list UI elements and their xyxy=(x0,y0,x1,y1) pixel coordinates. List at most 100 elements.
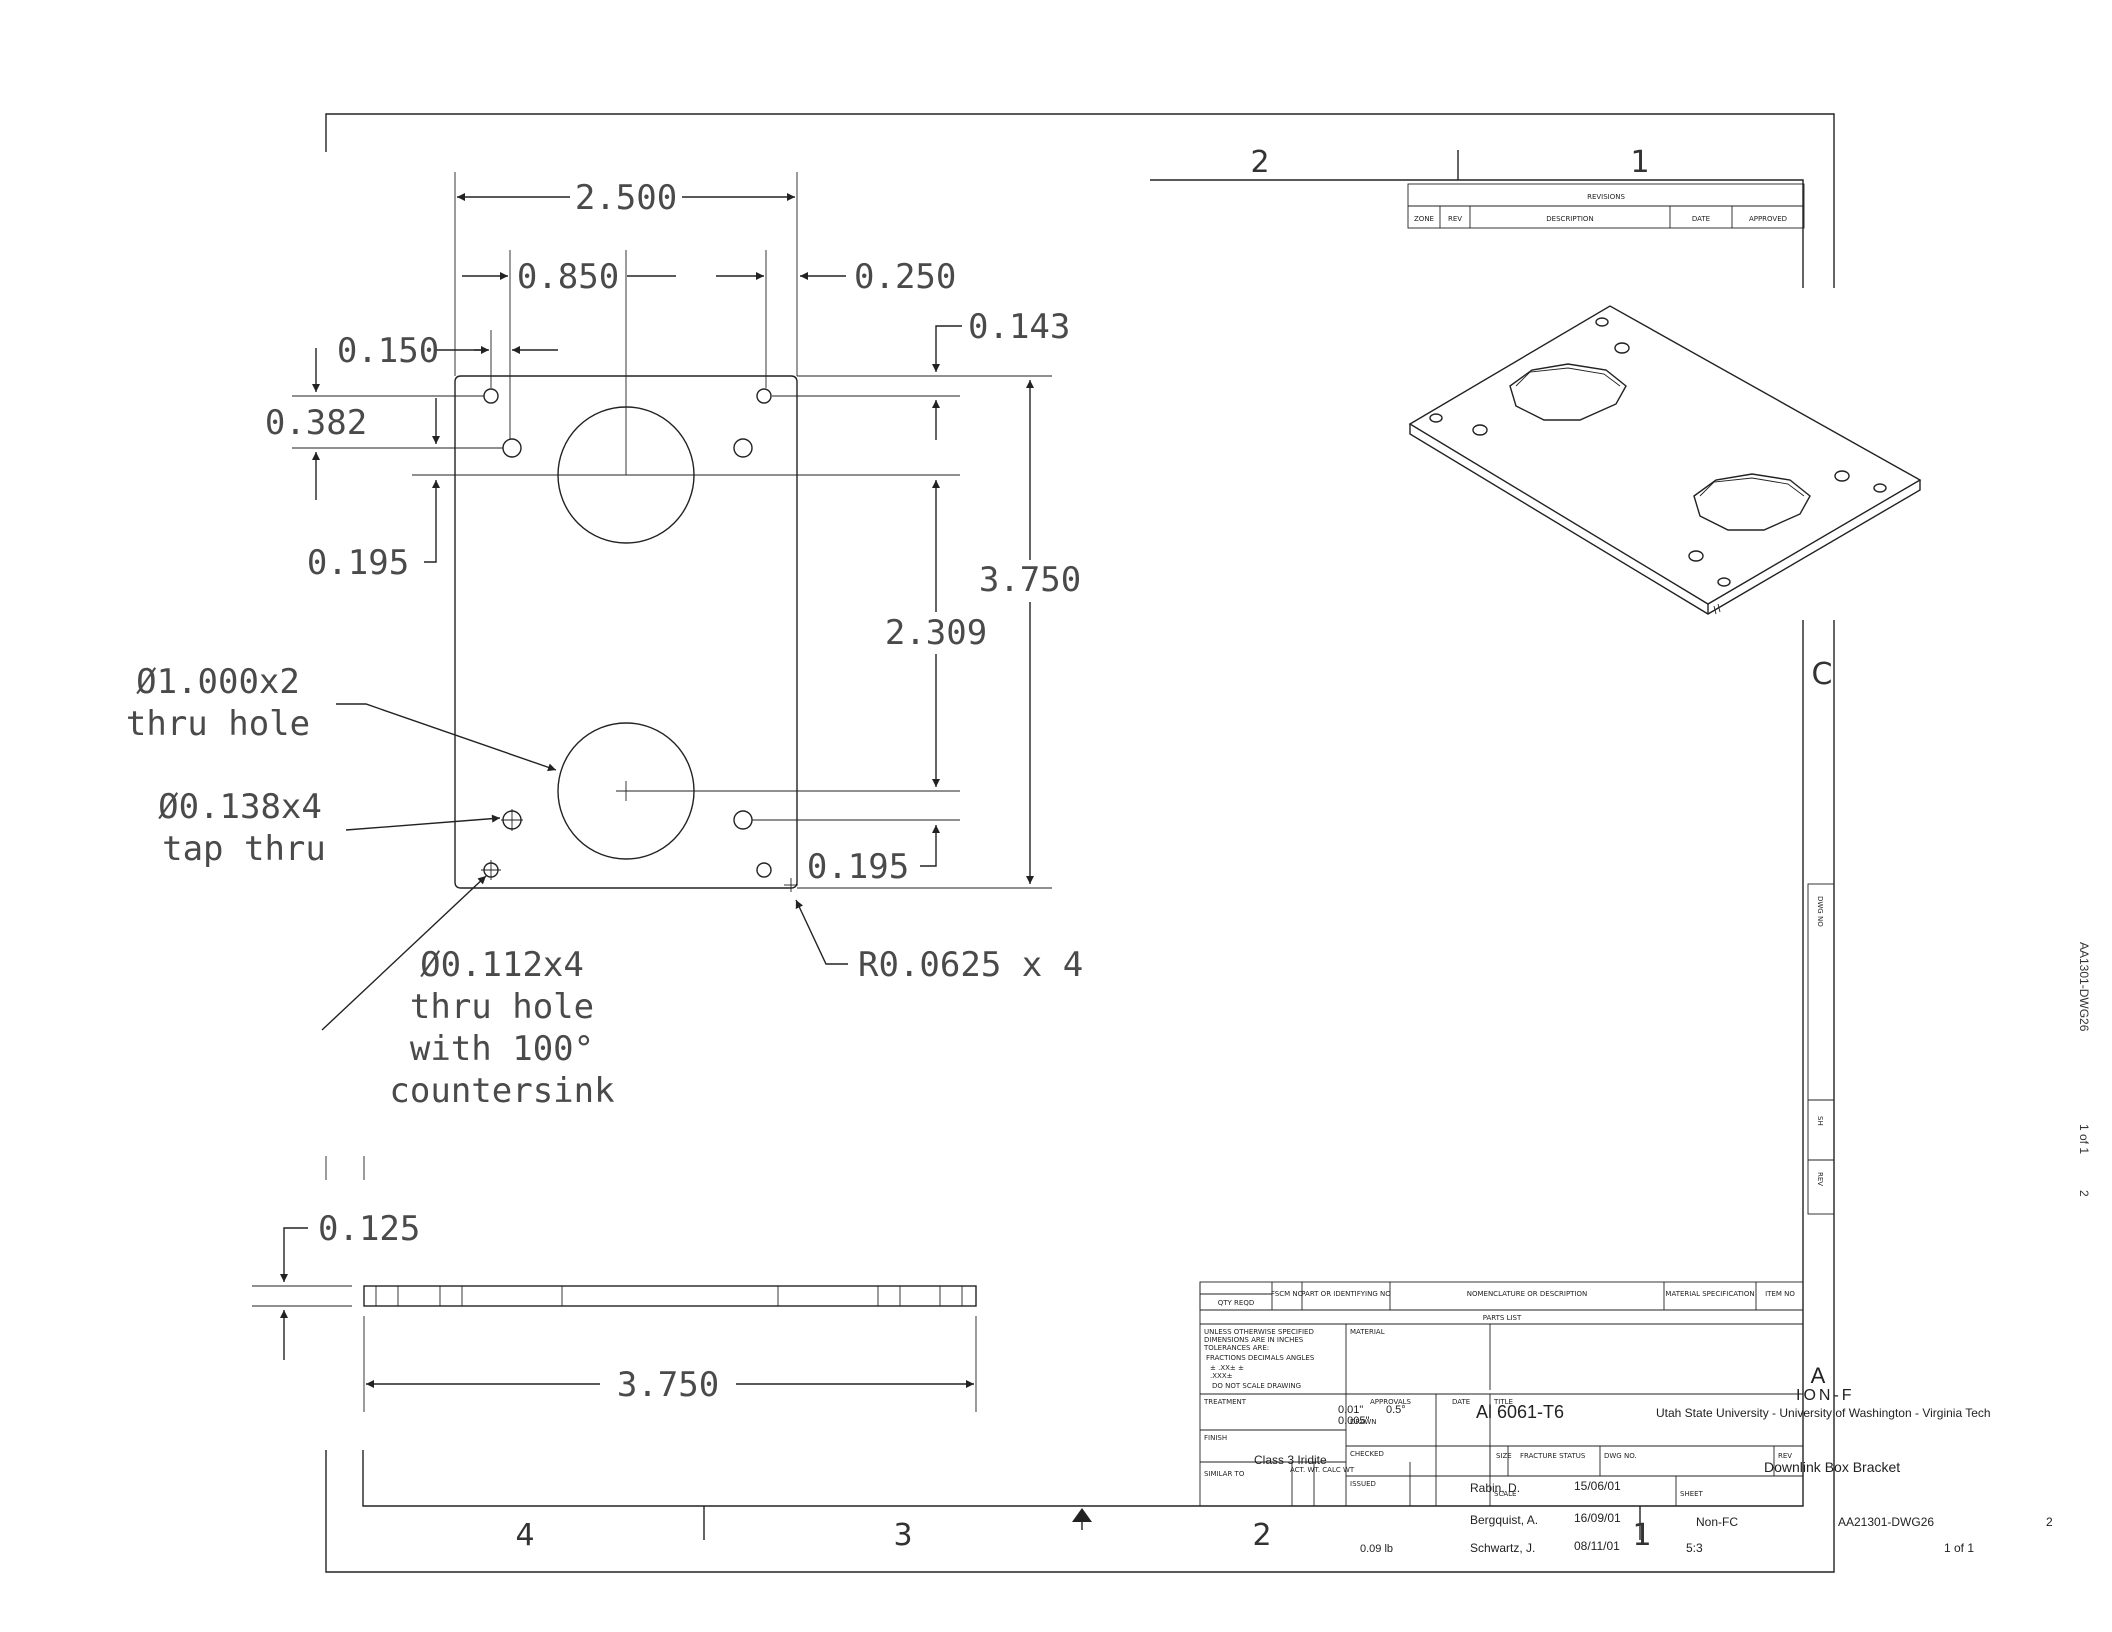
part-title: Downlink Box Bracket xyxy=(1764,1459,1900,1475)
note-line-1: DIMENSIONS ARE IN INCHES xyxy=(1204,1336,1304,1344)
csk-hole-br xyxy=(756,862,772,878)
dim-0150: 0.150 xyxy=(337,331,439,371)
callout-big-hole-line2: thru hole xyxy=(126,704,310,744)
drawing-border xyxy=(325,113,1835,1573)
revisions-title: REVISIONS xyxy=(1587,193,1625,201)
rev-value: 2 xyxy=(2046,1515,2053,1529)
dim-0195-top: 0.195 xyxy=(307,543,409,583)
drawn-date: 15/06/01 xyxy=(1574,1479,1621,1493)
zone-right-a: A xyxy=(1811,1363,1826,1388)
date-label: DATE xyxy=(1452,1398,1470,1406)
strip-dwg-no: DWG NO xyxy=(1816,896,1824,927)
approvals-label: APPROVALS xyxy=(1370,1398,1412,1406)
pl-material: MATERIAL SPECIFICATION xyxy=(1665,1290,1754,1298)
dim-0125: 0.125 xyxy=(318,1209,420,1249)
callout-tap-line1: Ø0.138x4 xyxy=(158,787,322,827)
callout-big-hole-line1: Ø1.000x2 xyxy=(136,662,300,702)
issued-by: Schwartz, J. xyxy=(1470,1541,1535,1555)
callout-csk-line4: countersink xyxy=(389,1071,614,1111)
note-line-2: TOLERANCES ARE: xyxy=(1203,1344,1269,1352)
zone-top-2: 2 xyxy=(1250,145,1269,180)
edge-view: 0.125 3.750 xyxy=(252,1156,977,1412)
pl-part-no: PART OR IDENTIFYING NO xyxy=(1301,1290,1391,1298)
tap-hole-br xyxy=(733,810,753,830)
treatment-label: TREATMENT xyxy=(1203,1398,1247,1406)
material-value: Al 6061-T6 xyxy=(1476,1402,1564,1422)
dim-0250: 0.250 xyxy=(854,257,956,297)
checked-date: 16/09/01 xyxy=(1574,1511,1621,1525)
zone-bottom-1: 1 xyxy=(1632,1518,1651,1553)
zone-right-c: C xyxy=(1812,657,1833,692)
revisions-table: REVISIONS ZONE REV DESCRIPTION DATE APPR… xyxy=(1407,183,1805,229)
dim-0143: 0.143 xyxy=(968,307,1070,347)
ion-f-label: ION-F xyxy=(1796,1387,1855,1404)
plan-view: 2.500 0.850 0.250 0.150 0.143 0.382 0.19… xyxy=(126,172,1083,1111)
material-label: MATERIAL xyxy=(1350,1328,1385,1336)
zone-labels: 2 1 4 3 2 1 C xyxy=(515,145,1832,1553)
rev-col-zone: ZONE xyxy=(1414,215,1434,223)
dim-2309: 2.309 xyxy=(885,613,987,653)
act-wt-label: ACT. WT. CALC WT xyxy=(1290,1466,1355,1474)
checked-by: Bergquist, A. xyxy=(1470,1513,1538,1527)
pl-fscm: FSCM NO xyxy=(1271,1290,1304,1298)
title-label: TITLE xyxy=(1493,1398,1513,1406)
dim-0195-bottom: 0.195 xyxy=(807,847,909,887)
note-line-6: DO NOT SCALE DRAWING xyxy=(1212,1382,1301,1390)
zone-bottom-2: 2 xyxy=(1252,1518,1271,1553)
dim-3750-vertical: 3.750 xyxy=(979,560,1081,600)
checked-label: CHECKED xyxy=(1350,1450,1384,1458)
rev-col-date: DATE xyxy=(1692,215,1710,223)
issued-date: 08/11/01 xyxy=(1574,1539,1620,1553)
tol-angle: 0.5° xyxy=(1386,1404,1406,1416)
note-line-3: FRACTIONS DECIMALS ANGLES xyxy=(1206,1354,1315,1362)
dwgno-label: DWG NO. xyxy=(1604,1452,1637,1460)
csk-hole-tr xyxy=(756,388,772,404)
callout-csk-line2: thru hole xyxy=(410,987,594,1027)
finish-value: Class 3 Iridite xyxy=(1254,1453,1327,1467)
right-margin-text: AA1301-DWG26 1 of 1 2 xyxy=(2077,942,2091,1197)
strip-sh: SH xyxy=(1816,1116,1824,1126)
margin-dwg-no: AA1301-DWG26 xyxy=(2077,942,2091,1032)
pl-label: PARTS LIST xyxy=(1483,1314,1522,1322)
callout-radius: R0.0625 x 4 xyxy=(858,945,1083,985)
dim-2500: 2.500 xyxy=(575,178,677,218)
issued-label: ISSUED xyxy=(1350,1480,1376,1488)
rev-col-rev: REV xyxy=(1448,215,1462,223)
fracture-label: FRACTURE STATUS xyxy=(1520,1452,1586,1460)
similar-to-label: SIMILAR TO xyxy=(1204,1470,1245,1478)
tol-decimal-2: 0.005" xyxy=(1338,1415,1370,1427)
scale-label: SCALE xyxy=(1494,1490,1516,1498)
size-label: SIZE xyxy=(1496,1452,1512,1460)
csk-hole-tl xyxy=(483,388,499,404)
drawn-by: Rabin, D. xyxy=(1470,1481,1520,1495)
dwg-no-value: AA21301-DWG26 xyxy=(1838,1515,1934,1529)
tap-hole-tr xyxy=(733,438,753,458)
note-line-0: UNLESS OTHERWISE SPECIFIED xyxy=(1204,1328,1314,1336)
rev-col-approved: APPROVED xyxy=(1749,215,1787,223)
dim-3750-horizontal: 3.750 xyxy=(617,1365,719,1405)
margin-rev: 2 xyxy=(2077,1190,2091,1197)
dim-0382: 0.382 xyxy=(265,403,367,443)
pl-nomenclature: NOMENCLATURE OR DESCRIPTION xyxy=(1467,1290,1588,1298)
sheet-value: 1 of 1 xyxy=(1944,1541,1974,1555)
pl-qty: QTY REQD xyxy=(1218,1299,1254,1307)
note-line-4: ± .XX± ± xyxy=(1210,1364,1244,1372)
dim-0850: 0.850 xyxy=(517,257,619,297)
margin-sheet: 1 of 1 xyxy=(2077,1124,2091,1154)
weight-value: 0.09 lb xyxy=(1360,1543,1393,1555)
drawn-label: DRAWN xyxy=(1350,1418,1377,1426)
institutions: Utah State University - University of Wa… xyxy=(1656,1406,1991,1420)
pl-item: ITEM NO xyxy=(1765,1290,1795,1298)
isometric-view xyxy=(1408,305,1922,615)
tap-hole-tl xyxy=(502,438,522,458)
rev-col-description: DESCRIPTION xyxy=(1546,215,1593,223)
sheet-label: SHEET xyxy=(1680,1490,1704,1498)
rev-label: REV xyxy=(1778,1452,1792,1460)
zone-bottom-4: 4 xyxy=(515,1518,534,1553)
fracture-value: Non-FC xyxy=(1696,1515,1738,1529)
scale-value: 5:3 xyxy=(1686,1541,1703,1555)
zone-bottom-3: 3 xyxy=(893,1518,912,1553)
title-block: QTY REQD FSCM NO PART OR IDENTIFYING NO … xyxy=(1199,1281,2053,1555)
callout-csk-line1: Ø0.112x4 xyxy=(420,945,584,985)
